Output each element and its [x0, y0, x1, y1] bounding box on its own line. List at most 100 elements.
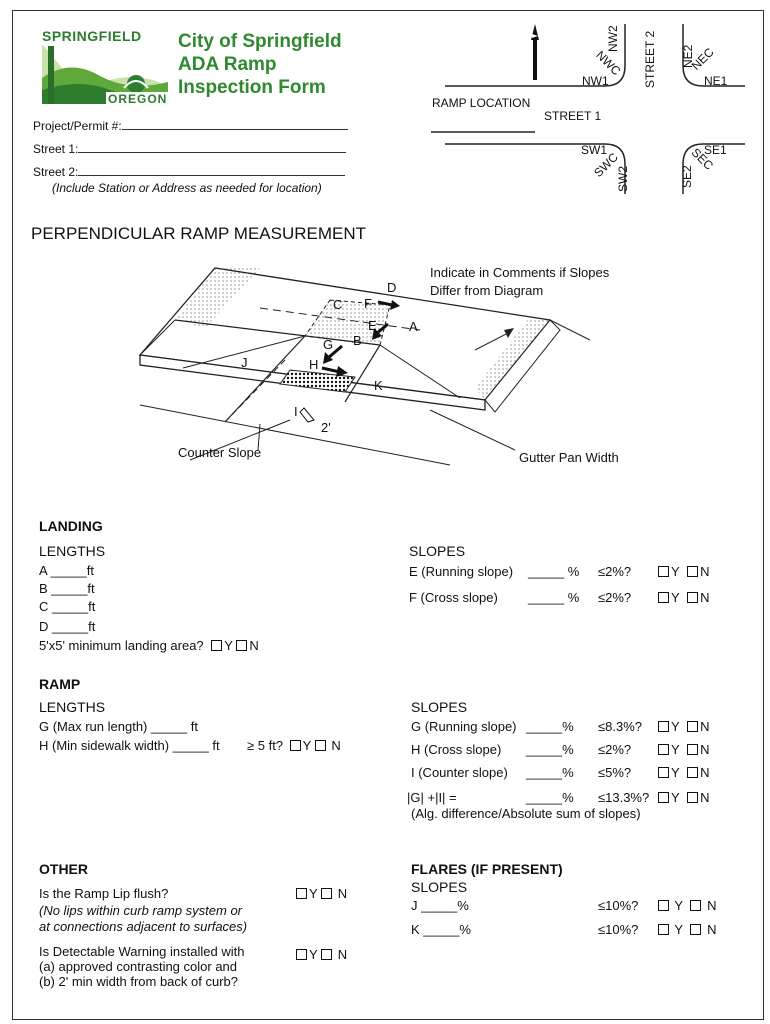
f-y-checkbox[interactable] — [658, 592, 669, 603]
landing-b[interactable]: B _____ft — [39, 581, 95, 596]
landing-e-blank[interactable]: _____ % — [528, 564, 580, 579]
logo-wordmark-top: SPRINGFIELD — [42, 28, 142, 44]
landing-e-yn: Y N — [658, 564, 709, 579]
n-label: N — [700, 590, 710, 605]
landing-f-blank[interactable]: _____ % — [528, 590, 580, 605]
dw-n-checkbox[interactable] — [321, 949, 333, 960]
sw1-label: SW1 — [581, 143, 608, 157]
flare-k-yn: Y N — [658, 922, 716, 937]
y-label: Y — [674, 922, 683, 937]
label-i: I — [294, 404, 298, 419]
lip-n-checkbox[interactable] — [321, 888, 333, 899]
h-n-checkbox[interactable] — [687, 744, 699, 755]
y-label: Y — [671, 742, 680, 757]
n-label: N — [337, 947, 348, 962]
k-n-checkbox[interactable] — [690, 924, 702, 935]
g-y-checkbox[interactable] — [658, 721, 669, 732]
i-n-checkbox[interactable] — [687, 767, 699, 778]
k-y-checkbox[interactable] — [658, 924, 669, 935]
street1-map-label: STREET 1 — [544, 109, 602, 123]
title-line-3: Inspection Form — [178, 77, 326, 98]
ramp-h-blank[interactable]: _____% — [526, 742, 574, 757]
f-n-checkbox[interactable] — [687, 592, 699, 603]
lip-yn: Y N — [296, 886, 347, 901]
flare-j-req: ≤10%? — [598, 898, 639, 913]
ramp-i-yn: Y N — [658, 765, 709, 780]
ramp-g-yn: Y N — [658, 719, 709, 734]
label-2ft: 2' — [321, 420, 331, 435]
y-label: Y — [671, 765, 680, 780]
project-permit-field[interactable]: Project/Permit #: — [33, 119, 348, 133]
landing-e-req: ≤2%? — [598, 564, 632, 579]
landing-d[interactable]: D _____ft — [39, 619, 96, 634]
street1-label: Street 1: — [33, 142, 79, 156]
ramp-gi-label: |G| +|I| = — [407, 790, 457, 805]
ramp-h-req: ≤2%? — [598, 742, 632, 757]
dw-y-checkbox[interactable] — [296, 949, 307, 960]
n-label: N — [249, 638, 259, 653]
ramp-gi-blank[interactable]: _____% — [526, 790, 574, 805]
ramp-g-label: G (Running slope) — [411, 719, 517, 734]
ramp-h-slope-yn: Y N — [658, 742, 709, 757]
ramp-lengths-heading: LENGTHS — [39, 699, 106, 715]
lip-note-1: (No lips within curb ramp system or — [39, 903, 242, 918]
ramp-i-req: ≤5%? — [598, 765, 632, 780]
n-label: N — [337, 886, 348, 901]
intersection-map — [431, 24, 745, 194]
gi-y-checkbox[interactable] — [658, 792, 669, 803]
flare-k[interactable]: K _____% — [411, 922, 471, 937]
se2-label: SE2 — [680, 165, 694, 188]
lip-y-checkbox[interactable] — [296, 888, 307, 899]
flares-heading: FLARES (IF PRESENT) — [411, 861, 563, 877]
ramp-g-blank[interactable]: _____% — [526, 719, 574, 734]
landing-min-area: 5'x5' minimum landing area? Y N — [39, 638, 259, 653]
ramp-i-label: I (Counter slope) — [411, 765, 508, 780]
i-y-checkbox[interactable] — [658, 767, 669, 778]
flare-j[interactable]: J _____% — [411, 898, 469, 913]
y-label: Y — [671, 564, 680, 579]
landing-a[interactable]: A _____ft — [39, 563, 94, 578]
flare-j-yn: Y N — [658, 898, 716, 913]
n-label: N — [700, 742, 710, 757]
n-label: N — [700, 564, 710, 579]
min-area-question: 5'x5' minimum landing area? — [39, 638, 204, 653]
y-label: Y — [671, 719, 680, 734]
j-y-checkbox[interactable] — [658, 900, 669, 911]
min-area-n-checkbox[interactable] — [236, 640, 248, 651]
springfield-logo: SPRINGFIELD OREGON — [40, 28, 172, 108]
h-length-n-checkbox[interactable] — [314, 740, 326, 751]
y-label: Y — [671, 590, 680, 605]
landing-slopes-heading: SLOPES — [409, 543, 466, 559]
e-n-checkbox[interactable] — [687, 566, 699, 577]
label-j: J — [241, 355, 248, 370]
nw2-label: NW2 — [606, 25, 620, 52]
g-n-checkbox[interactable] — [687, 721, 699, 732]
ne1-label: NE1 — [704, 74, 728, 88]
diagram-note-1: Indicate in Comments if Slopes — [430, 265, 610, 280]
n-label: N — [700, 790, 710, 805]
label-e: E — [368, 318, 377, 333]
e-y-checkbox[interactable] — [658, 566, 669, 577]
street1-field[interactable]: Street 1: — [33, 142, 347, 156]
ramp-g-length[interactable]: G (Max run length) _____ ft — [39, 719, 198, 734]
gi-n-checkbox[interactable] — [687, 792, 699, 803]
ramp-h-length[interactable]: H (Min sidewalk width) _____ ft — [39, 738, 220, 753]
landing-e-label: E (Running slope) — [409, 564, 514, 579]
min-area-y-checkbox[interactable] — [211, 640, 223, 651]
dw-a: (a) approved contrasting color and — [39, 959, 238, 974]
landing-c[interactable]: C _____ft — [39, 599, 96, 614]
street2-label: Street 2: — [33, 165, 79, 179]
street2-field[interactable]: Street 2: — [33, 165, 346, 179]
landing-f-yn: Y N — [658, 590, 709, 605]
gutter-pan-label: Gutter Pan Width — [519, 450, 619, 465]
j-n-checkbox[interactable] — [690, 900, 702, 911]
h-y-checkbox[interactable] — [658, 744, 669, 755]
h-length-y-checkbox[interactable] — [289, 740, 301, 751]
y-label: Y — [309, 886, 318, 901]
label-k: K — [374, 378, 383, 393]
dw-question: Is Detectable Warning installed with — [39, 944, 245, 959]
street-note: (Include Station or Address as needed fo… — [52, 181, 322, 195]
dw-b: (b) 2' min width from back of curb? — [39, 974, 238, 989]
project-permit-label: Project/Permit #: — [33, 119, 122, 133]
ramp-i-blank[interactable]: _____% — [526, 765, 574, 780]
